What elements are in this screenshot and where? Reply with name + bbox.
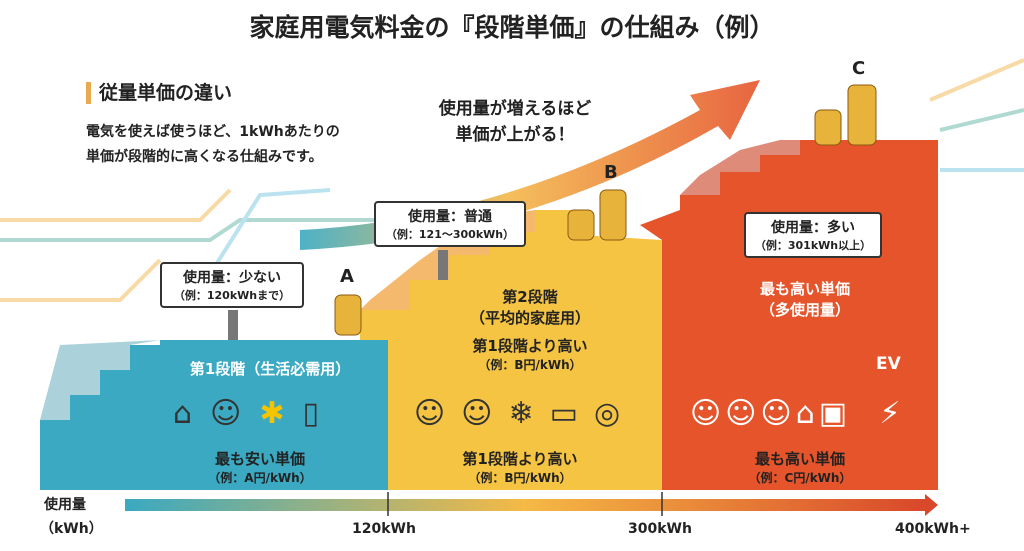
tier3-price-label: 最も高い単価 bbox=[754, 450, 845, 468]
tier1-block bbox=[40, 340, 388, 490]
tier-letter-b: B bbox=[604, 162, 618, 183]
house-icon: ⌂ bbox=[795, 396, 819, 431]
usage-sign-low: 使用量：少ない （例：120kWhまで） bbox=[160, 262, 304, 308]
axis-tick: 300kWh bbox=[628, 521, 692, 537]
axis-tick: 120kWh bbox=[352, 521, 416, 537]
trend-text: 使用量が増えるほど 単価が上がる！ bbox=[420, 96, 610, 148]
tier3-subname: （多使用量） bbox=[759, 301, 850, 319]
fridge-icon: ▯ bbox=[302, 396, 337, 431]
couple-icon: ☺☺ bbox=[413, 396, 509, 431]
tier3-icons: ☺☺☺⌂▣ bbox=[678, 396, 863, 432]
tier1-price-label: 最も安い単価 bbox=[214, 450, 305, 468]
sign-title: 使用量：多い bbox=[771, 220, 855, 236]
tier2-compare-price: （例：B円/kWh） bbox=[478, 358, 582, 372]
sign-subtitle: （例：121〜300kWh） bbox=[385, 228, 515, 241]
tier-letter-a: A bbox=[340, 266, 354, 287]
microwave-icon: ▣ bbox=[818, 396, 852, 431]
tier1-icons: ⌂☺✱▯ bbox=[150, 396, 360, 432]
family-icon: ☺☺☺ bbox=[689, 396, 796, 431]
intro-heading: 従量単価の違い bbox=[86, 82, 232, 104]
sign-title: 使用量：普通 bbox=[408, 209, 492, 225]
axis-label: 使用量 bbox=[44, 497, 86, 513]
intro-line: 電気を使えば使うほど、1kWhあたりの bbox=[86, 124, 340, 140]
tv-icon: ▭ bbox=[549, 396, 594, 431]
air-conditioner-icon: ❄ bbox=[508, 396, 550, 431]
tier2-price: （例：B円/kWh） bbox=[468, 471, 572, 485]
tier2-subname: （平均的家庭用） bbox=[469, 309, 590, 327]
lightbulb-icon: ✱ bbox=[259, 396, 303, 431]
tier2-compare: 第1段階より高い bbox=[472, 337, 588, 355]
tier3-name: 最も高い単価 bbox=[759, 280, 850, 298]
axis-tick: 400kWh+ bbox=[895, 521, 971, 537]
tier-letter-c: C bbox=[852, 58, 866, 79]
sign-subtitle: （例：120kWhまで） bbox=[173, 289, 291, 302]
house-icon: ⌂ bbox=[173, 396, 211, 431]
trend-arrow bbox=[300, 80, 760, 250]
tier2-icons: ☺☺❄▭◎ bbox=[405, 396, 645, 432]
axis-unit: （kWh） bbox=[40, 521, 103, 537]
trend-line: 使用量が増えるほど bbox=[438, 99, 592, 119]
axis-arrow bbox=[125, 499, 925, 511]
usage-sign-normal: 使用量：普通 （例：121〜300kWh） bbox=[374, 201, 526, 247]
tier1-name: 第1段階（生活必需用） bbox=[189, 360, 351, 378]
sign-subtitle: （例：301kWh以上） bbox=[754, 239, 872, 252]
ev-charger-icon: ⚡ bbox=[879, 396, 901, 431]
tier2-name: 第2段階 bbox=[502, 288, 558, 306]
tier2-price-label: 第1段階より高い bbox=[462, 450, 578, 468]
intro-description: 電気を使えば使うほど、1kWhあたりの 単価が段階的に高くなる仕組みです。 bbox=[86, 120, 406, 170]
tier3-price: （例：C円/kWh） bbox=[748, 471, 852, 485]
tier1-price: （例：A円/kWh） bbox=[208, 471, 312, 485]
circuit-lines bbox=[0, 58, 1024, 302]
washing-machine-icon: ◎ bbox=[593, 396, 637, 431]
usage-sign-high: 使用量：多い （例：301kWh以上） bbox=[744, 212, 882, 258]
intro-line: 単価が段階的に高くなる仕組みです。 bbox=[86, 149, 323, 165]
ev-label: EV bbox=[876, 354, 901, 374]
person-icon: ☺ bbox=[210, 396, 260, 431]
page-title: 家庭用電気料金の『段階単価』の仕組み（例） bbox=[249, 13, 775, 42]
coin-stacks bbox=[334, 84, 877, 336]
trend-line: 単価が上がる！ bbox=[455, 125, 575, 145]
sign-title: 使用量：少ない bbox=[183, 270, 281, 286]
